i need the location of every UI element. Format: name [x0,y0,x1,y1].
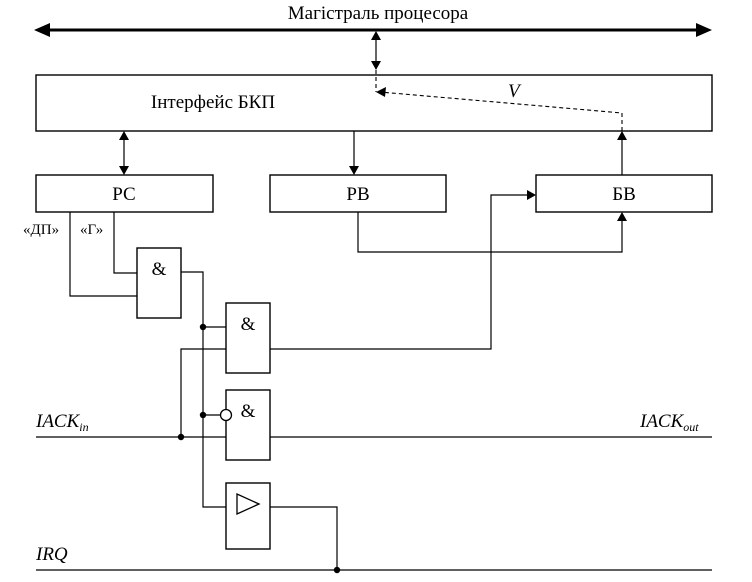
interface-block [35,74,713,132]
pb-register-block [269,174,447,213]
and-gate-1-symbol: & [152,259,167,280]
and-gate-2-symbol: & [241,314,256,335]
buffer-irq-link [270,506,341,574]
processor-bus: Магістраль процесора [34,3,712,37]
buffer-triangle-icon [236,492,261,516]
bus-interface-link [371,31,381,92]
flag-wires [69,212,137,297]
bus-label: Магістраль процесора [288,3,469,24]
buffer-block [225,482,271,550]
gate2-bv-link [270,190,536,350]
irq-label: IRQ [35,544,68,565]
iack-to-gate2-wire [177,348,226,441]
bv-label: БВ [612,184,636,205]
pc-register-label: РС [112,184,135,205]
and-gate-3-symbol: & [241,401,256,422]
pb-bv-link [357,212,627,253]
flag-g-label: «Г» [80,222,103,238]
pc-register-block [35,174,214,213]
bv-block [535,174,713,213]
iack-in-label: IACKin [35,411,89,434]
flag-dp-label: «ДП» [23,222,59,238]
and-gate-1 [136,247,182,319]
and-gate-3 [225,389,271,461]
bus-arrow-right [696,23,712,37]
bv-interface-link [617,131,627,175]
interface-pb-link [349,131,359,175]
signal-v-path: V [376,81,623,131]
signal-v-label: V [508,81,522,102]
inverter-bubble [219,408,233,422]
interface-label: Інтерфейс БКП [151,92,275,113]
pb-register-label: РВ [346,184,369,205]
interface-pc-link [119,131,129,175]
gate1-output-wire [181,271,226,508]
and-gate-2 [225,302,271,374]
bus-arrow-left [34,23,50,37]
iack-out-label: IACKout [639,411,699,434]
